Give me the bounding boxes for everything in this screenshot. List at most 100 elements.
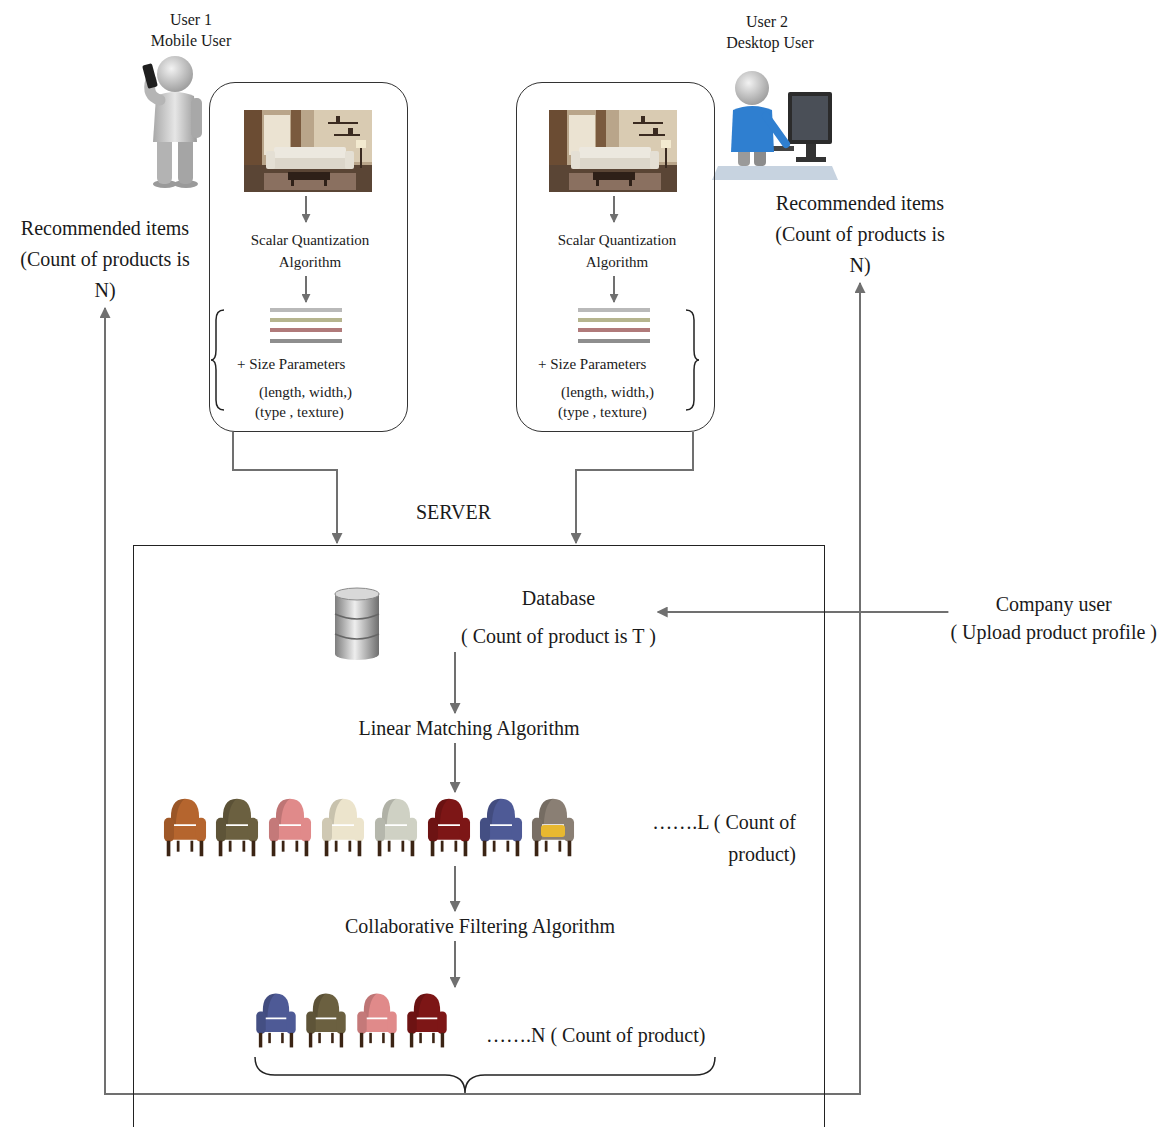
node-text: Scalar Quantization Algorithm <box>235 229 385 273</box>
desktop-user-figure <box>735 71 769 105</box>
feature-bars <box>578 339 650 343</box>
connector-arrow <box>454 743 456 792</box>
product-list: …….N ( Count of product) <box>246 989 751 1096</box>
feature-bars <box>270 339 342 343</box>
client-panel: Scalar Quantization Algorithm + Size Para… <box>209 82 408 432</box>
chair-image <box>428 799 470 857</box>
brace <box>255 1057 715 1093</box>
node-text: ( Upload product profile ) <box>950 618 1157 646</box>
user-label: Desktop User <box>726 33 814 53</box>
database-icon <box>335 614 379 619</box>
company-user: Company user( Upload product profile ) <box>950 590 1157 646</box>
chair-image <box>357 993 396 1047</box>
chair-image <box>480 799 522 857</box>
recommendation-label: Recommended items (Count of products is … <box>775 188 945 281</box>
recommendation-label: Recommended items (Count of products is … <box>20 213 190 306</box>
database-icon <box>335 634 379 639</box>
node-text: (length, width,) <box>561 381 654 403</box>
desktop-user-figure <box>712 166 838 180</box>
node-text: Recommended items (Count of products is … <box>775 188 945 281</box>
feature-bars <box>578 328 650 332</box>
feature-bars <box>270 328 342 332</box>
brace <box>211 310 224 410</box>
connector-arrow <box>454 941 456 987</box>
mobile-user-figure <box>157 56 193 92</box>
desktop-user-figure <box>712 71 838 180</box>
room-photo <box>244 110 372 192</box>
connector-arrow <box>233 432 337 543</box>
chair-image <box>256 993 295 1047</box>
chair-image <box>541 825 565 837</box>
feature-bars <box>270 308 342 312</box>
feature-bars <box>578 308 650 312</box>
brace <box>211 310 715 1093</box>
panel-arrow <box>613 196 615 222</box>
node-text: Scalar Quantization Algorithm <box>542 229 692 273</box>
mobile-user-figure <box>142 63 158 89</box>
chair-image <box>375 799 417 857</box>
desktop-user-figure <box>796 157 826 162</box>
algorithm-step: Linear Matching Algorithm <box>358 715 579 741</box>
mobile-user-figure <box>157 136 172 184</box>
chair-image <box>306 993 345 1047</box>
product-list: …….L ( Count of product) <box>161 794 801 864</box>
panel-arrow <box>305 196 307 222</box>
room-photo <box>549 110 677 192</box>
database-icon <box>335 594 379 654</box>
database-icon <box>335 588 379 600</box>
feature-bars <box>270 308 650 343</box>
desktop-user-figure <box>788 92 832 144</box>
node-text: + Size Parameters <box>538 353 646 375</box>
connector-arrow <box>454 866 456 911</box>
chair-image <box>322 799 364 857</box>
client-panel: Scalar Quantization Algorithm + Size Para… <box>516 82 715 432</box>
desktop-user-figure <box>792 96 828 140</box>
algorithm-step: Collaborative Filtering Algorithm <box>345 913 615 939</box>
node-text: + Size Parameters <box>237 353 345 375</box>
panel-arrow <box>613 276 615 302</box>
server-box: SERVERDatabase( Count of product is T )L… <box>133 545 825 1127</box>
node-text: SERVER <box>416 501 491 524</box>
mobile-user-figure <box>191 98 202 138</box>
feature-bars <box>270 318 342 322</box>
database: Database ( Count of product is T ) <box>331 584 656 650</box>
node-text: (type , texture) <box>558 401 647 423</box>
connector-arrow <box>105 308 465 1094</box>
node-text: (type , texture) <box>255 401 344 423</box>
desktop-user-figure <box>806 144 816 158</box>
feature-bars <box>578 318 650 322</box>
chair-image <box>164 799 206 857</box>
user-label: User 2 <box>746 12 788 32</box>
user-label: User 1 <box>170 10 212 30</box>
node-text: …….N ( Count of product) <box>486 1019 705 1051</box>
node-text: Recommended items (Count of products is … <box>20 213 190 306</box>
connector-arrow <box>454 652 456 713</box>
chair-image <box>407 993 446 1047</box>
room-photo <box>244 110 677 192</box>
mobile-user-figure <box>178 136 193 184</box>
chair-image <box>532 799 574 857</box>
node-text: Company user <box>950 590 1157 618</box>
connector-arrow <box>658 611 949 613</box>
user-label: Mobile User <box>151 31 231 51</box>
node-text: Linear Matching Algorithm <box>358 715 579 741</box>
mobile-user-figure <box>142 56 202 188</box>
chair-image <box>216 799 258 857</box>
database-icon <box>335 588 379 660</box>
panel-arrow <box>306 196 614 302</box>
connector-arrow <box>465 283 860 1094</box>
database-icon <box>335 648 379 660</box>
brace <box>686 310 699 410</box>
connector-arrow <box>576 432 693 543</box>
node-text: Collaborative Filtering Algorithm <box>345 913 615 939</box>
node-text: ( Count of product is T ) <box>461 622 656 650</box>
chair-image <box>269 799 311 857</box>
node-text: (length, width,) <box>259 381 352 403</box>
node-text: …….L ( Count of product) <box>611 806 796 870</box>
panel-arrow <box>305 276 307 302</box>
node-text: Database <box>461 584 656 612</box>
desktop-user-figure <box>766 116 786 144</box>
